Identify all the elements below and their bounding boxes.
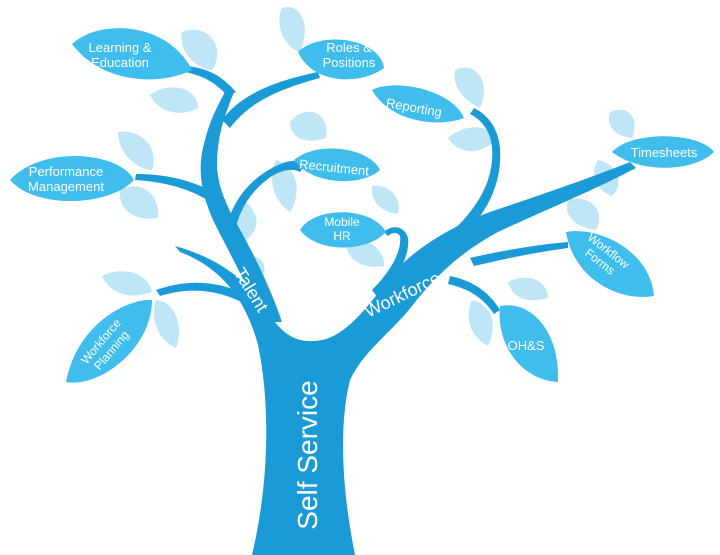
label-line: Mobile	[324, 215, 360, 229]
leaf-recruitment	[294, 148, 380, 182]
branch-lower-left	[156, 282, 272, 318]
label-learning-education: Learning &Education	[89, 40, 152, 70]
label-line: Management	[28, 179, 104, 194]
leaf-reporting	[372, 85, 464, 123]
decor-leaf	[608, 109, 635, 138]
labelled-leaves	[10, 28, 714, 383]
decor-leaf	[118, 131, 154, 170]
decor-leaf	[468, 300, 493, 346]
leaf-performance	[10, 155, 134, 202]
leaf-roles	[298, 39, 384, 80]
decor-leaf	[371, 185, 399, 214]
decor-leaf	[290, 111, 327, 141]
label-line: Learning &	[89, 40, 152, 55]
branch-recruitment	[226, 160, 305, 234]
decor-leaf	[150, 87, 198, 113]
label-line: OH&S	[508, 338, 545, 353]
leaf-ohs	[499, 305, 559, 382]
leaf-workflow-forms	[566, 231, 654, 297]
label-recruitment: Recruitment	[298, 156, 370, 178]
decor-leaf	[154, 300, 179, 348]
label-line: Positions	[323, 55, 376, 70]
label-line: Roles &	[326, 40, 372, 55]
label-line: Performance	[29, 164, 103, 179]
branch-ohs	[448, 276, 500, 314]
decor-leaf	[181, 29, 218, 70]
decor-leaf	[272, 160, 297, 212]
decor-leaf	[119, 186, 159, 219]
label-line: Timesheets	[631, 145, 698, 160]
label-timesheets: Timesheets	[631, 145, 698, 160]
trunk-body	[175, 162, 636, 555]
branch-mobile-hr	[372, 227, 409, 298]
leaf-workforce-planning	[66, 299, 152, 383]
branch-reporting	[430, 108, 501, 258]
decor-leaf	[102, 271, 152, 296]
branch-learning	[185, 66, 236, 96]
decor-leaf	[508, 277, 548, 301]
trunk-label-self-service: Self Service	[292, 380, 323, 529]
leaf-mobile-hr	[300, 212, 386, 248]
branch-talent	[200, 90, 282, 322]
leaf-learning	[72, 28, 192, 80]
decor-leaf	[279, 7, 305, 52]
label-line: HR	[333, 229, 351, 243]
branch-workflow	[470, 242, 568, 266]
label-line: Recruitment	[298, 156, 370, 178]
label-line: Education	[91, 55, 149, 70]
tree-trunk	[135, 66, 636, 555]
leaf-timesheets	[612, 136, 714, 168]
label-roles-positions: Roles &Positions	[323, 40, 376, 70]
label-ohs: OH&S	[508, 338, 545, 353]
decor-leaf	[454, 67, 484, 108]
decor-leaf	[566, 198, 600, 230]
decor-leaf	[448, 127, 496, 152]
branch-performance	[135, 174, 226, 208]
branch-roles	[222, 72, 320, 128]
